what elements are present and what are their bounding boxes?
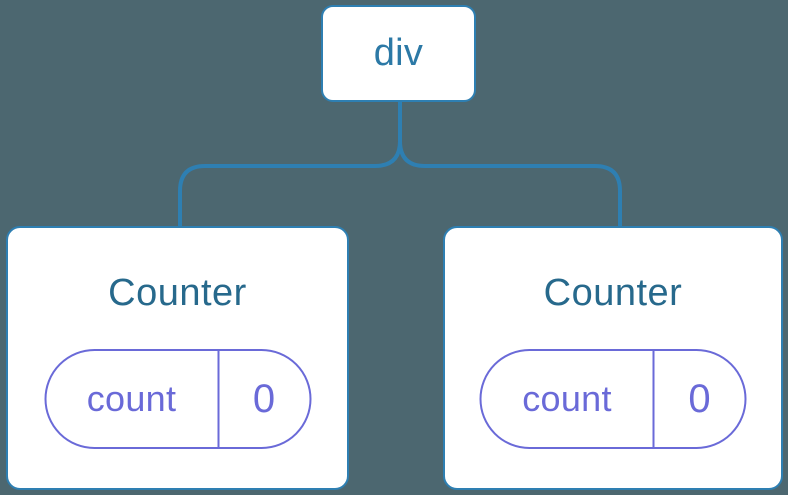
state-value-left: 0 xyxy=(252,376,276,421)
tree-node-div: div xyxy=(321,5,476,102)
tree-node-counter-left: Counter count 0 xyxy=(6,226,349,490)
tree-node-counter-right: Counter count 0 xyxy=(443,226,783,490)
state-name-left: count xyxy=(46,351,219,447)
connector-root-to-left-child xyxy=(178,101,402,227)
state-pill-left: count 0 xyxy=(44,349,311,449)
div-node-label: div xyxy=(373,32,424,74)
counter-right-label: Counter xyxy=(543,272,683,314)
state-name-right: count xyxy=(482,351,655,447)
state-pill-right: count 0 xyxy=(479,349,747,449)
connector-root-to-right-child xyxy=(398,101,622,227)
state-value-right: 0 xyxy=(688,376,711,421)
counter-left-label: Counter xyxy=(108,272,247,314)
